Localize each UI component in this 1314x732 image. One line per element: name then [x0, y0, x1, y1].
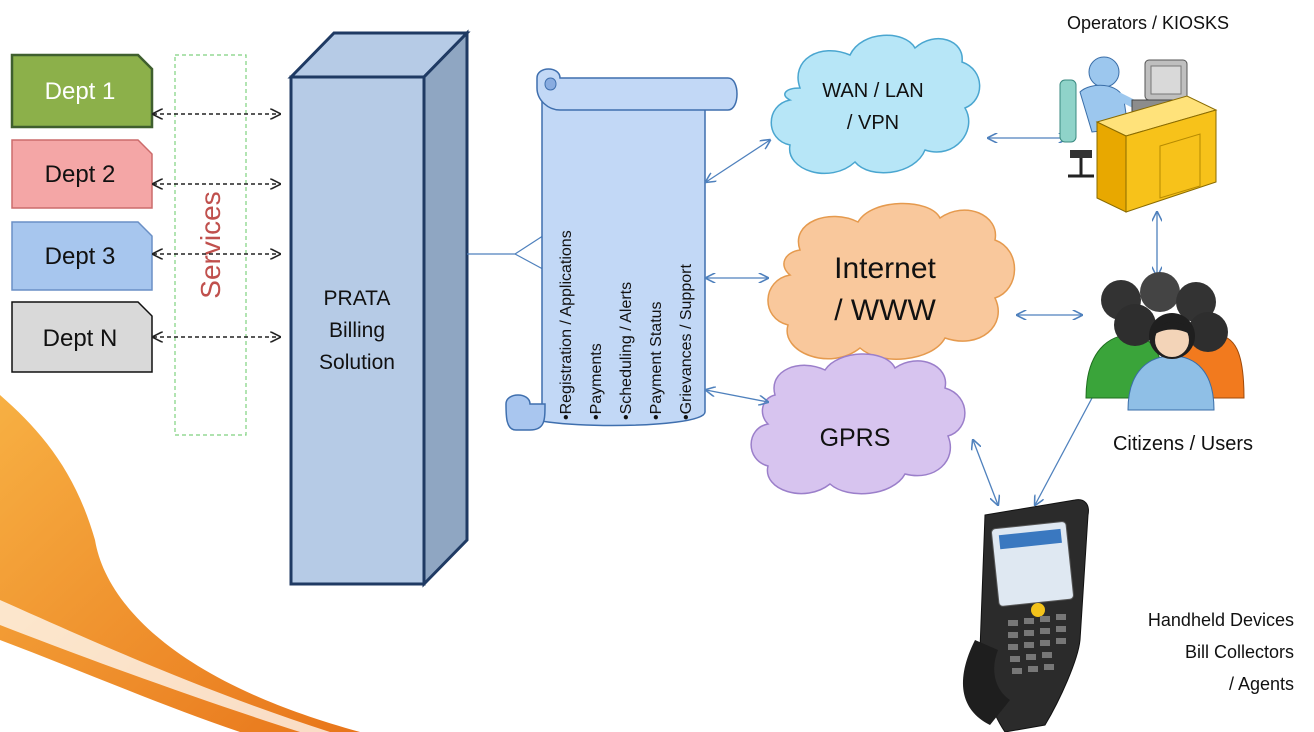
billing-title-line1: PRATA — [324, 287, 391, 310]
cloud-wan[interactable]: WAN / LAN / VPN — [770, 34, 981, 175]
features-scroll: •Registration / Applications •Payments •… — [505, 68, 738, 431]
operators-label: Operators / KIOSKS — [1067, 13, 1229, 33]
dept-box-2[interactable]: Dept 2 — [11, 139, 153, 209]
wan-label-line2: / VPN — [847, 112, 899, 134]
dept-connectors — [153, 114, 280, 337]
dept-label-n: Dept N — [43, 325, 118, 352]
feature-item-3: •Scheduling / Alerts — [618, 282, 635, 420]
cloud-gprs[interactable]: GPRS — [750, 353, 966, 495]
citizens-icon — [1085, 272, 1245, 411]
network-connectors — [706, 138, 1157, 505]
dept-box-1[interactable]: Dept 1 — [10, 53, 154, 129]
citizens-label: Citizens / Users — [1113, 433, 1253, 455]
department-list: Dept 1 Dept 2 Dept 3 Dept N — [10, 53, 154, 373]
decorative-swoosh — [0, 395, 360, 732]
billing-solution-tower[interactable]: PRATA Billing Solution — [287, 29, 471, 588]
connector-scroll-wan — [706, 140, 770, 182]
billing-title-line3: Solution — [319, 351, 395, 374]
feature-item-5: •Grievances / Support — [678, 264, 695, 420]
dept-label-1: Dept 1 — [45, 78, 116, 105]
connector-scroll-gprs — [706, 390, 768, 402]
feature-item-1: •Registration / Applications — [558, 230, 575, 420]
wan-label-line1: WAN / LAN — [822, 80, 924, 102]
internet-label-line2: / WWW — [834, 294, 936, 327]
services-label: Services — [195, 191, 226, 298]
feature-item-4: •Payment Status — [648, 301, 665, 420]
tower-scroll-connector — [467, 229, 553, 275]
handheld-label-line1: Handheld Devices — [1148, 610, 1294, 630]
services-layer: Services — [174, 54, 247, 436]
dept-label-2: Dept 2 — [45, 161, 116, 188]
dept-label-3: Dept 3 — [45, 243, 116, 270]
handheld-label-line3: / Agents — [1229, 674, 1294, 694]
handheld-label-line2: Bill Collectors — [1185, 642, 1294, 662]
cloud-internet[interactable]: Internet / WWW — [767, 202, 1016, 360]
feature-list: •Registration / Applications •Payments •… — [558, 230, 695, 420]
billing-title-line2: Billing — [329, 319, 385, 342]
connector-gprs-handheld — [973, 440, 998, 505]
gprs-label: GPRS — [820, 424, 891, 452]
dept-box-3[interactable]: Dept 3 — [11, 221, 153, 291]
handheld-device-icon — [963, 499, 1089, 732]
dept-box-n[interactable]: Dept N — [11, 301, 153, 373]
internet-label-line1: Internet — [834, 252, 936, 285]
operator-kiosk-icon — [1059, 56, 1218, 213]
connector-citizens-handheld — [1035, 383, 1100, 505]
feature-item-2: •Payments — [588, 343, 605, 420]
